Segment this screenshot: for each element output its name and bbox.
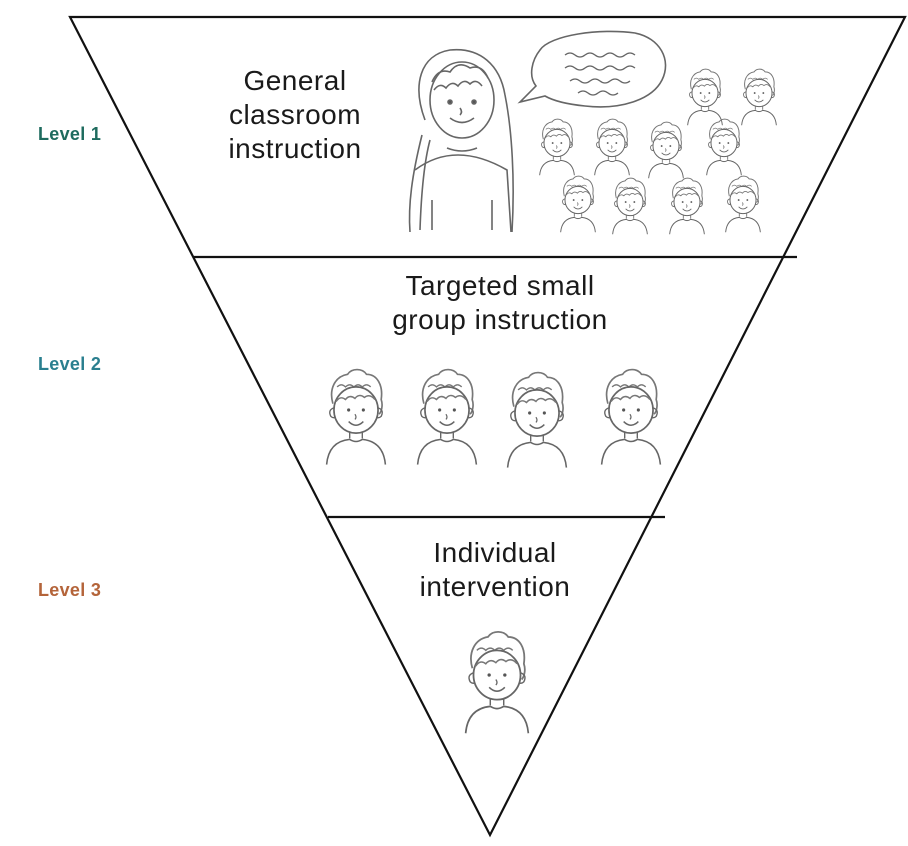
tier-2-title-line: Targeted small <box>405 270 595 301</box>
student-face-icon <box>648 121 684 179</box>
tier-1-title-line: General <box>243 65 347 96</box>
student-face-icon <box>539 118 575 176</box>
tier-3-title-line: Individual <box>433 537 557 568</box>
student-face-icon <box>706 118 742 176</box>
student-group-level-1 <box>539 68 777 235</box>
level-3-label: Level 3 <box>38 580 102 600</box>
tier-2-title-line: group instruction <box>392 304 608 335</box>
pyramid-outline <box>68 15 907 838</box>
speech-bubble-icon <box>517 30 667 108</box>
student-face-icon <box>506 371 568 469</box>
tier-1-title-line: classroom <box>228 99 362 130</box>
student-face-icon <box>464 630 530 735</box>
student-face-icon <box>741 68 777 126</box>
student-face-icon <box>594 118 630 176</box>
tier-3-title: Individual intervention <box>380 536 610 604</box>
student-face-icon <box>600 368 662 466</box>
student-face-icon <box>560 175 596 233</box>
student-face-icon <box>612 177 648 235</box>
student-face-icon <box>416 368 478 466</box>
tier-1-title: General classroom instruction <box>190 64 400 166</box>
student-group-level-2 <box>325 368 662 469</box>
tier-2-title: Targeted small group instruction <box>330 269 670 337</box>
tier-1-title-line: instruction <box>228 133 362 164</box>
tier-3-title-line: intervention <box>419 571 571 602</box>
student-individual-level-3 <box>464 630 530 735</box>
level-1-label: Level 1 <box>38 124 102 144</box>
level-2-label: Level 2 <box>38 354 102 374</box>
student-face-icon <box>325 368 387 466</box>
teacher-icon <box>408 48 514 233</box>
student-face-icon <box>725 175 761 233</box>
student-face-icon <box>669 177 705 235</box>
student-face-icon <box>687 68 723 126</box>
